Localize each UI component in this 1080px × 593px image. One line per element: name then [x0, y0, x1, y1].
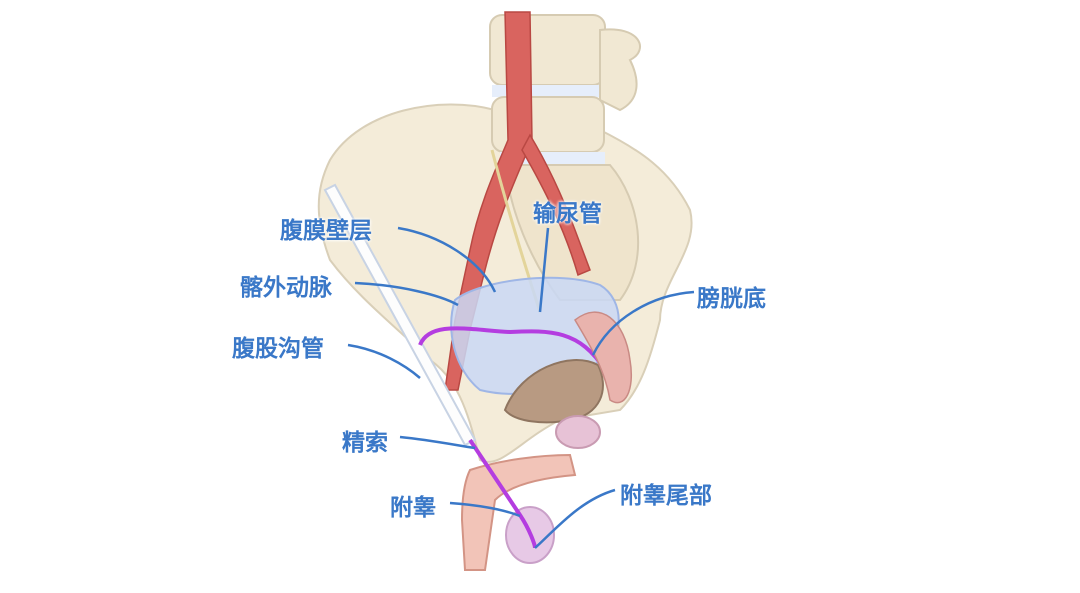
label-epididymis: 附睾 — [390, 495, 436, 521]
leader-bladder-fundus — [591, 290, 695, 356]
leader-spermatic-cord — [399, 435, 476, 450]
rectum — [574, 311, 632, 404]
leader-external-iliac-artery — [354, 281, 459, 307]
transverse-process — [599, 28, 641, 112]
leader-epididymis — [449, 501, 521, 518]
leader-inguinal-canal — [347, 343, 421, 379]
label-ureter: 输尿管 — [533, 201, 602, 227]
leader-lines — [347, 226, 695, 549]
leader-ureter — [538, 227, 550, 313]
label-epididymis-tail: 附睾尾部 — [620, 483, 712, 509]
iliac-branch — [521, 133, 591, 277]
prostate — [503, 359, 604, 424]
label-parietal-peritoneum: 腹膜壁层 — [280, 218, 372, 244]
leader-parietal-peritoneum — [397, 226, 497, 293]
penis — [460, 453, 577, 571]
inguinal-ligament — [323, 183, 477, 447]
leader-epididymis-tail — [534, 488, 616, 549]
vas-deferens — [418, 326, 607, 372]
label-spermatic-cord: 精索 — [342, 430, 388, 456]
label-external-iliac-artery: 髂外动脉 — [240, 275, 332, 301]
label-inguinal-canal: 腹股沟管 — [232, 336, 324, 362]
label-bladder-fundus: 膀胱底 — [697, 286, 766, 312]
bulb — [555, 415, 601, 449]
